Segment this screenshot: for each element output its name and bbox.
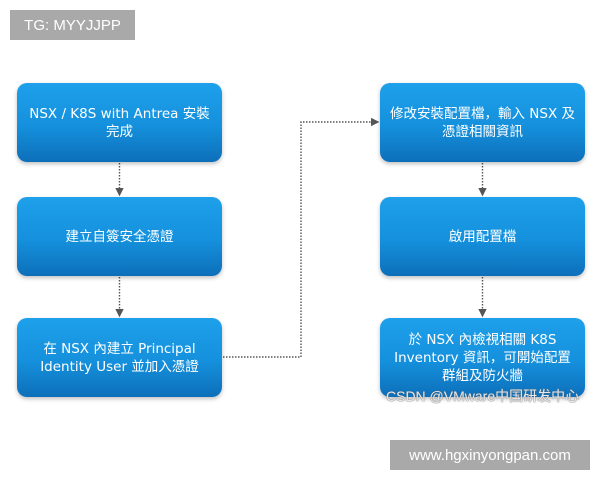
flow-step-view-inventory: 於 NSX 內檢視相關 K8S Inventory 資訊，可開始配置群組及防火牆	[380, 318, 585, 397]
watermark-tag-top-text: TG: MYYJJPP	[24, 16, 121, 34]
watermark-tag-top: TG: MYYJJPP	[10, 10, 135, 40]
watermark-tag-bottom-text: www.hgxinyongpan.com	[409, 446, 571, 464]
flow-step-apply-config: 啟用配置檔	[380, 197, 585, 276]
flow-step-install-complete: NSX / K8S with Antrea 安裝完成	[17, 83, 222, 162]
flow-step-create-pi-user: 在 NSX 內建立 Principal Identity User 並加入憑證	[17, 318, 222, 397]
flow-step-label: 修改安裝配置檔，輸入 NSX 及憑證相關資訊	[390, 105, 575, 140]
flow-step-label: 於 NSX 內檢視相關 K8S Inventory 資訊，可開始配置群組及防火牆	[394, 331, 571, 384]
watermark-tag-bottom: www.hgxinyongpan.com	[390, 440, 590, 470]
flow-step-label: 在 NSX 內建立 Principal Identity User 並加入憑證	[40, 340, 199, 375]
edge-step3-step4	[223, 117, 380, 358]
csdn-watermark: CSDN @VMware中国研发中心	[386, 388, 580, 404]
flow-step-create-cert: 建立自簽安全憑證	[17, 197, 222, 276]
flow-step-edit-config: 修改安裝配置檔，輸入 NSX 及憑證相關資訊	[380, 83, 585, 162]
flow-step-label: 建立自簽安全憑證	[65, 228, 174, 245]
flow-step-label: NSX / K8S with Antrea 安裝完成	[29, 105, 210, 140]
flow-step-label: 啟用配置檔	[448, 228, 517, 245]
